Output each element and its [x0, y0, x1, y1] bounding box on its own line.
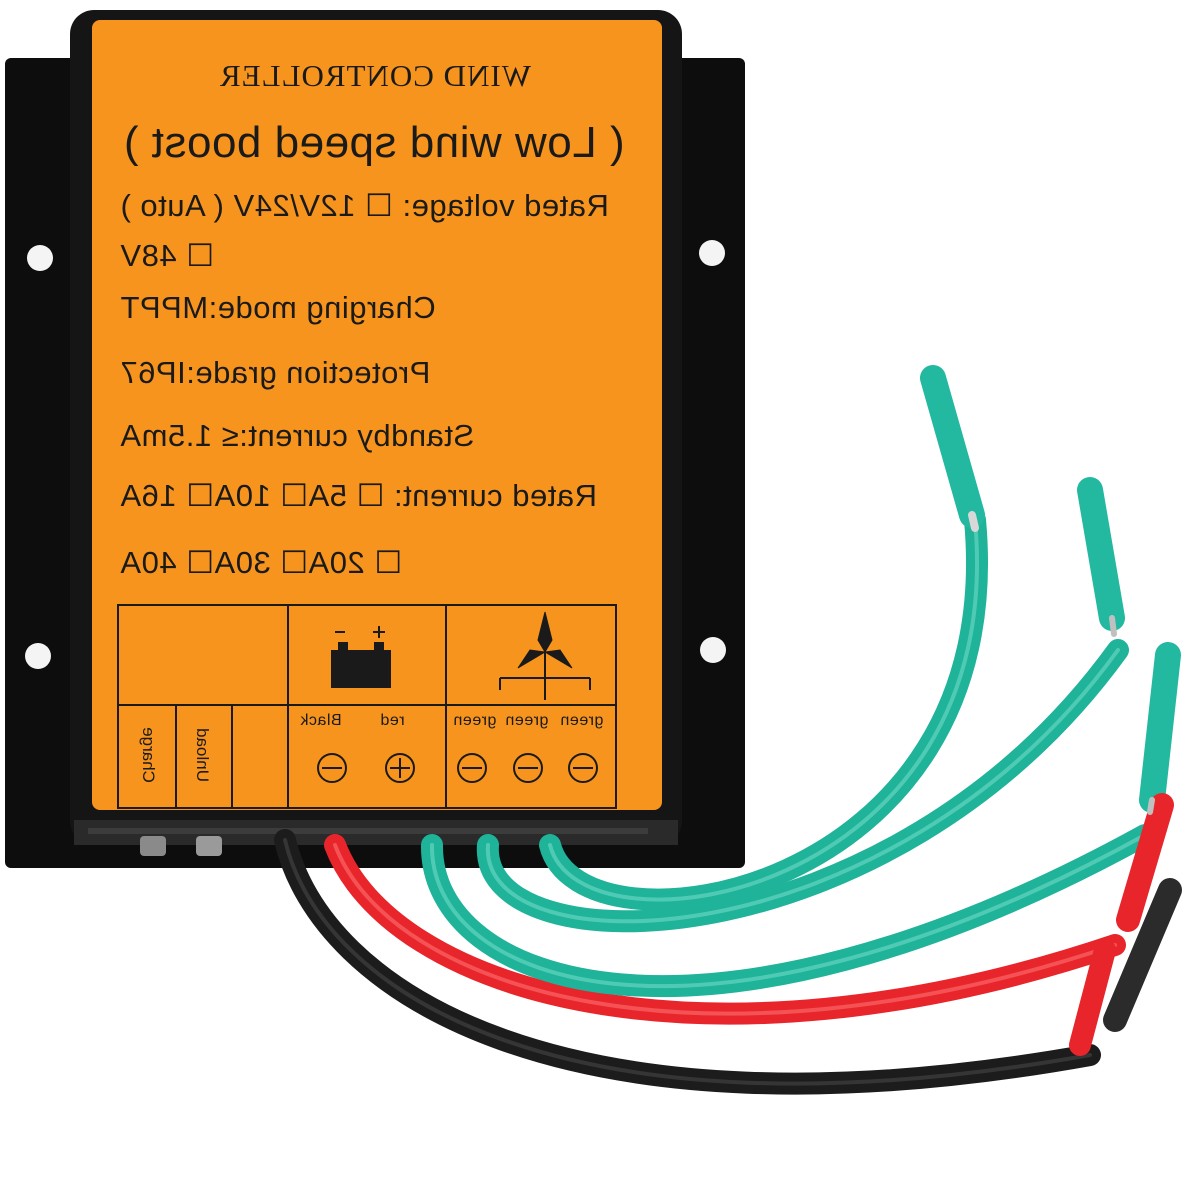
green-terminal-icon-1 — [457, 753, 487, 783]
battery-icon — [331, 626, 391, 688]
terminal-symbols — [317, 753, 598, 783]
orange-label — [92, 20, 662, 810]
green-sleeve-2 — [1077, 477, 1125, 631]
green-terminal-icon-2 — [513, 753, 543, 783]
wind-turbine-icon — [499, 611, 591, 700]
terminal-label-red: red — [380, 712, 405, 729]
terminal-label-unload: Unload — [193, 728, 212, 782]
green-sleeve-3 — [1139, 642, 1181, 813]
wire-tips — [920, 365, 1182, 1056]
label-rated-current-1: Rated current: ☐ 5A☐ 10A☐ 16A — [120, 478, 597, 513]
label-rated-voltage: Rated voltage: ☐ 12V/24V ( Auto ) — [120, 188, 609, 223]
terminal-label-green-3: green — [560, 712, 604, 729]
label-protection-grade: Protection grade:IP67 — [120, 355, 431, 390]
label-subtitle: ( Low wind speed boost ) — [123, 118, 625, 167]
label-standby-current: Standby current:≤ 1.5mA — [120, 418, 475, 453]
terminal-label-green-2: green — [505, 712, 549, 729]
mount-hole-top-right — [699, 240, 725, 266]
plus-terminal-icon — [385, 753, 415, 783]
green-terminal-icon-3 — [568, 753, 598, 783]
mount-hole-top-left — [27, 245, 53, 271]
terminal-table — [117, 604, 617, 809]
wires — [274, 509, 1156, 1095]
label-voltage-48v: ☐ 48V — [120, 238, 215, 273]
black-sleeve — [1103, 878, 1182, 1032]
red-sleeve-2 — [1069, 939, 1116, 1056]
green-sleeve-1 — [920, 365, 985, 528]
mount-hole-bottom-right — [700, 637, 726, 663]
black-wire — [274, 829, 1101, 1095]
terminal-label-black: Black — [300, 712, 342, 729]
red-sleeve-1 — [1116, 793, 1174, 932]
terminal-label-charge: Charge — [139, 727, 158, 783]
mount-hole-bottom-left — [25, 643, 51, 669]
label-title: WIND CONTROLLER — [218, 58, 532, 93]
label-rated-current-2: ☐ 20A☐ 30A☐ 40A — [120, 545, 403, 580]
indicator-leds — [140, 836, 222, 856]
minus-terminal-icon — [317, 753, 347, 783]
terminal-label-green-1: green — [453, 712, 497, 729]
label-charging-mode: Charging mode:MPPT — [120, 290, 436, 325]
